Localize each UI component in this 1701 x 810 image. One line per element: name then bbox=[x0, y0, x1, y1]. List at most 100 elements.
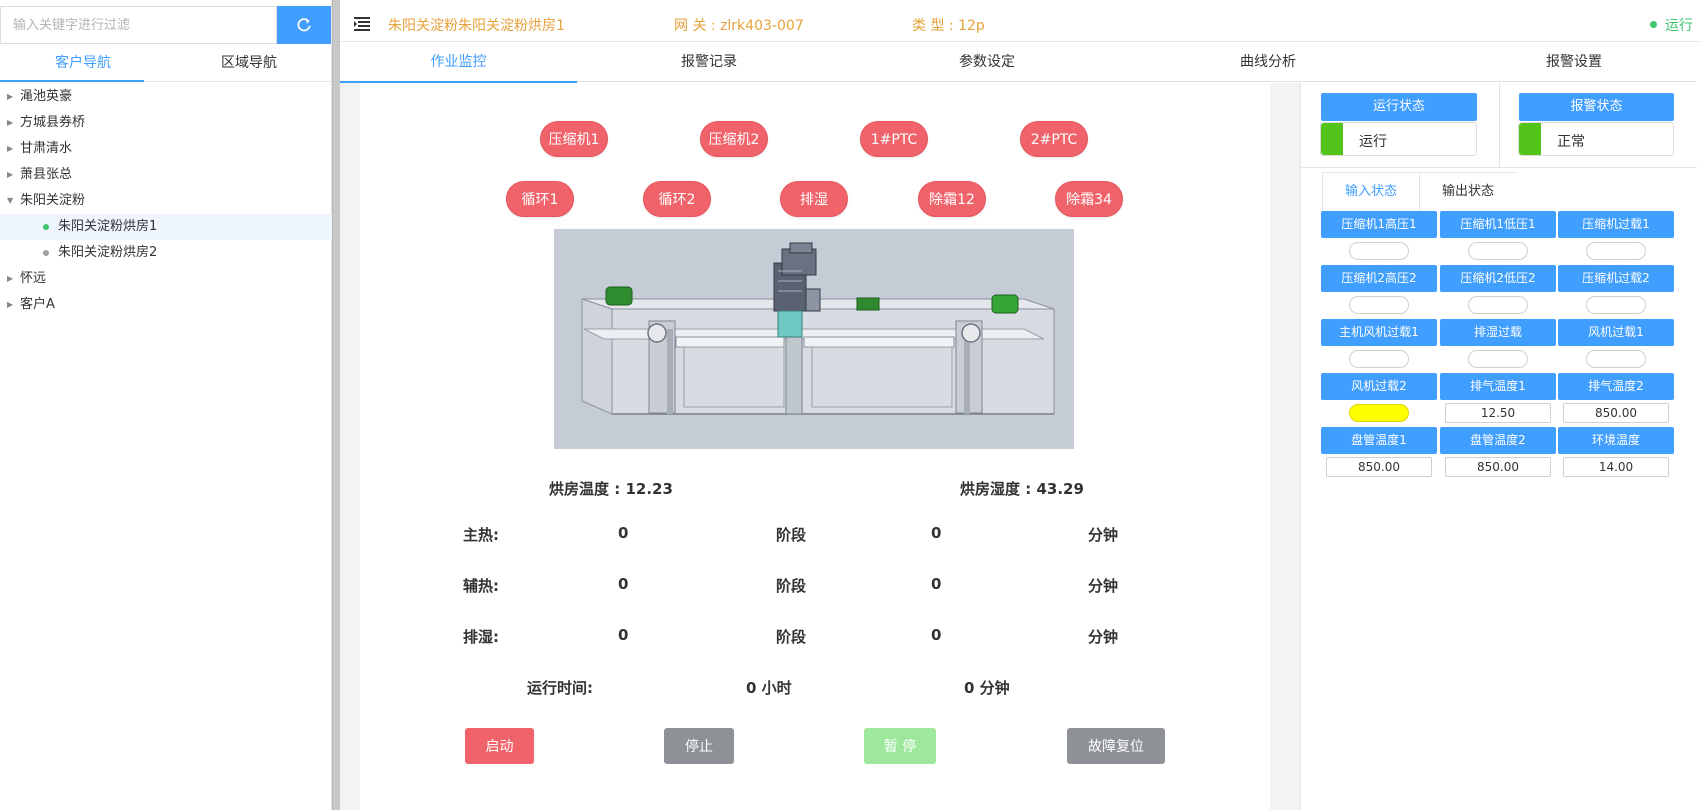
signal-label: 风机过载1 bbox=[1558, 319, 1674, 346]
stage-unit: 分钟 bbox=[1088, 526, 1119, 544]
alarm-state-field: 正常 bbox=[1518, 122, 1674, 156]
run-state-value: 运行 bbox=[1359, 134, 1387, 150]
tree-node[interactable]: ▶ 客户A bbox=[0, 292, 332, 318]
signal-label: 压缩机1低压1 bbox=[1440, 211, 1556, 238]
tab-output-status[interactable]: 输出状态 bbox=[1419, 173, 1516, 211]
fault-reset-button[interactable]: 故障复位 bbox=[1067, 728, 1165, 764]
caret-right-icon: ▶ bbox=[7, 118, 14, 127]
signal-label: 压缩机过载2 bbox=[1558, 265, 1674, 292]
run-state-field: 运行 bbox=[1320, 122, 1477, 156]
divider bbox=[1301, 167, 1697, 168]
refresh-icon bbox=[297, 18, 311, 32]
signal-label: 主机风机过载1 bbox=[1321, 319, 1437, 346]
tab-alarm-settings[interactable]: 报警设置 bbox=[1546, 54, 1602, 70]
runtime-label: 运行时间: bbox=[527, 679, 593, 697]
divider bbox=[1499, 83, 1500, 167]
tree-node[interactable]: ▶ 萧县张总 bbox=[0, 162, 332, 188]
tab-parameters[interactable]: 参数设定 bbox=[959, 54, 1015, 70]
signal-led-off bbox=[1468, 242, 1528, 260]
tree-node-expanded[interactable]: ▼朱阳关淀粉 bbox=[0, 188, 332, 214]
compressor2-indicator: 压缩机2 bbox=[700, 121, 768, 157]
tab-region-nav[interactable]: 区域导航 bbox=[221, 55, 277, 71]
gateway-label: 网 关 : zlrk403-007 bbox=[674, 18, 804, 34]
run-status: 运行 bbox=[1650, 15, 1693, 35]
signal-led-off bbox=[1586, 242, 1646, 260]
tree-node-label: 朱阳关淀粉烘房2 bbox=[58, 245, 158, 260]
signal-led-off bbox=[1349, 242, 1409, 260]
signal-value: 850.00 bbox=[1563, 403, 1669, 423]
sidebar: 客户导航 区域导航 ▶ 渑池英豪 ▶ 方城县券桥 ▶甘肃清水 ▶ 萧县张总 ▼朱阳关淀… bbox=[0, 0, 332, 810]
tree-node[interactable]: ▶甘肃清水 bbox=[0, 136, 332, 162]
tab-customer-nav[interactable]: 客户导航 bbox=[0, 46, 166, 82]
tab-curve-analysis[interactable]: 曲线分析 bbox=[1240, 54, 1296, 70]
signal-label: 盘管温度1 bbox=[1321, 427, 1437, 454]
signal-label: 压缩机过载1 bbox=[1558, 211, 1674, 238]
tree-leaf-selected[interactable]: 朱阳关淀粉烘房1 bbox=[0, 214, 332, 240]
stage-number: 0 bbox=[931, 626, 942, 644]
sidebar-tabs: 客户导航 区域导航 bbox=[0, 46, 332, 82]
stage-name: 主热: bbox=[463, 526, 499, 544]
signal-label: 压缩机1高压1 bbox=[1321, 211, 1437, 238]
io-tabs: 输入状态 输出状态 bbox=[1322, 172, 1516, 211]
search-bar bbox=[0, 6, 332, 46]
signal-led-off bbox=[1468, 350, 1528, 368]
runtime-hours: 0 小时 bbox=[746, 679, 792, 697]
stage-name: 辅热: bbox=[463, 577, 499, 595]
tree-node-label: 怀远 bbox=[20, 271, 47, 286]
tab-alarm-records[interactable]: 报警记录 bbox=[681, 54, 737, 70]
search-input[interactable] bbox=[0, 6, 277, 44]
stop-button[interactable]: 停止 bbox=[664, 728, 734, 764]
stage-name: 排湿: bbox=[463, 628, 499, 646]
signal-label: 环境温度 bbox=[1558, 427, 1674, 454]
caret-right-icon: ▶ bbox=[7, 92, 14, 101]
tree-node[interactable]: ▶ 渑池英豪 bbox=[0, 84, 332, 110]
tree-node[interactable]: ▶ 怀远 bbox=[0, 266, 332, 292]
ptc1-indicator: 1#PTC bbox=[860, 121, 928, 157]
caret-right-icon: ▶ bbox=[7, 300, 14, 309]
stage-label: 阶段 bbox=[776, 577, 807, 595]
stage-unit: 分钟 bbox=[1088, 628, 1119, 646]
start-button[interactable]: 启动 bbox=[465, 728, 534, 764]
tree-node[interactable]: ▶ 方城县券桥 bbox=[0, 110, 332, 136]
refresh-button[interactable] bbox=[277, 6, 331, 44]
signal-label: 风机过载2 bbox=[1321, 373, 1437, 400]
signal-led-off bbox=[1586, 296, 1646, 314]
run-state-led bbox=[1321, 123, 1343, 155]
device-name: 朱阳关淀粉朱阳关淀粉烘房1 bbox=[388, 18, 565, 34]
signal-label: 排气温度1 bbox=[1440, 373, 1556, 400]
tab-input-status[interactable]: 输入状态 bbox=[1344, 184, 1397, 199]
tree-node-label: 朱阳关淀粉烘房1 bbox=[58, 219, 158, 234]
defrost34-indicator: 除霜34 bbox=[1055, 181, 1123, 217]
caret-right-icon: ▶ bbox=[7, 170, 14, 179]
status-dot-icon bbox=[1650, 21, 1657, 28]
caret-right-icon: ▶ bbox=[7, 274, 14, 283]
alarm-state-value: 正常 bbox=[1557, 134, 1585, 150]
signal-value: 850.00 bbox=[1445, 457, 1551, 477]
caret-right-icon: ▶ bbox=[7, 144, 14, 153]
circulation2-indicator: 循环2 bbox=[643, 181, 711, 217]
tree-node-label: 萧县张总 bbox=[20, 167, 73, 182]
tree-node-label: 渑池英豪 bbox=[20, 89, 73, 104]
stage-unit: 分钟 bbox=[1088, 577, 1119, 595]
tab-monitoring[interactable]: 作业监控 bbox=[340, 44, 577, 83]
dehumidify-indicator: 排湿 bbox=[780, 181, 848, 217]
signal-value: 12.50 bbox=[1445, 403, 1551, 423]
defrost12-indicator: 除霜12 bbox=[918, 181, 986, 217]
stage-value: 0 bbox=[618, 524, 629, 542]
main-tabs: 作业监控 报警记录 参数设定 曲线分析 报警设置 bbox=[340, 44, 1696, 83]
room-temperature: 烘房温度 : 12.23 bbox=[549, 480, 673, 498]
tree-leaf[interactable]: 朱阳关淀粉烘房2 bbox=[0, 240, 332, 266]
signal-led-on bbox=[1349, 404, 1409, 422]
signal-label: 排湿过载 bbox=[1440, 319, 1556, 346]
run-status-text: 运行 bbox=[1665, 18, 1693, 34]
type-label: 类 型 : 12p bbox=[912, 18, 985, 34]
tree-node-label: 客户A bbox=[20, 297, 55, 312]
stage-value: 0 bbox=[618, 626, 629, 644]
tree-node-label: 方城县券桥 bbox=[20, 115, 86, 130]
ptc2-indicator: 2#PTC bbox=[1020, 121, 1088, 157]
menu-icon[interactable] bbox=[354, 17, 370, 31]
sidebar-splitter[interactable] bbox=[332, 0, 340, 810]
stage-label: 阶段 bbox=[776, 628, 807, 646]
pause-button[interactable]: 暂 停 bbox=[864, 728, 936, 764]
